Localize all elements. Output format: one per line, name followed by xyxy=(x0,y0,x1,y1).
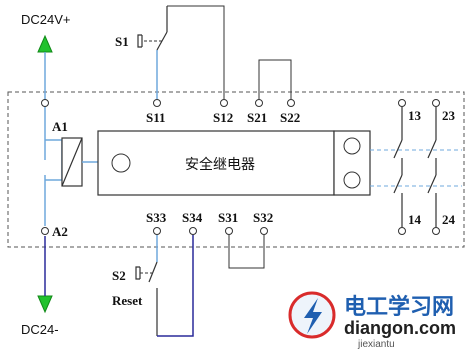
relay-title: 安全继电器 xyxy=(185,156,255,173)
watermark: 电工学习网 diangon.com jiexiantu xyxy=(288,291,456,350)
positive-supply-arrow xyxy=(37,34,53,53)
relay-enclosure xyxy=(7,91,465,248)
terminal-13 xyxy=(398,99,406,107)
terminal-a1 xyxy=(41,99,49,107)
watermark-pinyin: jiexiantu xyxy=(357,339,395,350)
watermark-title: 电工学习网 xyxy=(344,294,454,320)
contact-24-blade xyxy=(427,174,437,194)
terminal-a1-label: A1 xyxy=(52,119,68,134)
s21-s22-jumper xyxy=(258,59,292,99)
negative-supply-label: DC24- xyxy=(21,322,59,337)
terminal-s21 xyxy=(255,99,263,107)
terminal-23-label: 23 xyxy=(442,108,456,123)
terminal-s12 xyxy=(220,99,228,107)
watermark-domain: diangon.com xyxy=(344,318,456,338)
coil-diagonal xyxy=(61,137,83,187)
terminal-s33-label: S33 xyxy=(146,210,167,225)
terminal-24-label: 24 xyxy=(442,212,456,227)
negative-supply-arrow xyxy=(37,295,53,314)
terminal-a2 xyxy=(41,227,49,235)
positive-supply-label: DC24V+ xyxy=(21,12,71,27)
output-knob-lower xyxy=(343,171,361,189)
coil-link xyxy=(45,139,63,181)
s1-return-wire xyxy=(167,5,225,99)
terminal-s31-label: S31 xyxy=(218,210,238,225)
terminal-s32-label: S32 xyxy=(253,210,273,225)
s31-s32-jumper xyxy=(228,235,265,269)
terminal-14-label: 14 xyxy=(408,212,422,227)
terminal-s22-label: S22 xyxy=(280,110,300,125)
terminal-24 xyxy=(432,227,440,235)
terminal-s12-label: S12 xyxy=(213,110,233,125)
s1-button-icon xyxy=(137,34,143,48)
terminal-s34-label: S34 xyxy=(182,210,203,225)
output-knob-upper xyxy=(343,137,361,155)
terminal-23 xyxy=(432,99,440,107)
terminal-s31 xyxy=(225,227,233,235)
s2-label: S2 xyxy=(112,268,126,283)
s2-switch-blade xyxy=(148,261,158,283)
terminal-s22 xyxy=(287,99,295,107)
terminal-s21-label: S21 xyxy=(247,110,267,125)
terminal-13-label: 13 xyxy=(408,108,422,123)
terminal-a2-label: A2 xyxy=(52,224,68,239)
s2-button-icon xyxy=(135,266,141,280)
contact-14-blade xyxy=(393,174,403,194)
terminal-14 xyxy=(398,227,406,235)
reset-label: Reset xyxy=(112,293,143,308)
contact-13-blade xyxy=(393,139,403,159)
s34-return-wire xyxy=(157,235,194,337)
terminal-s33 xyxy=(153,227,161,235)
terminal-s11 xyxy=(153,99,161,107)
terminal-s11-label: S11 xyxy=(146,110,166,125)
contact-23-blade xyxy=(427,139,437,159)
watermark-bolt-icon xyxy=(304,298,322,334)
terminal-s32 xyxy=(260,227,268,235)
relay-indicator xyxy=(111,153,131,173)
terminal-s34 xyxy=(189,227,197,235)
s1-label: S1 xyxy=(115,34,129,49)
